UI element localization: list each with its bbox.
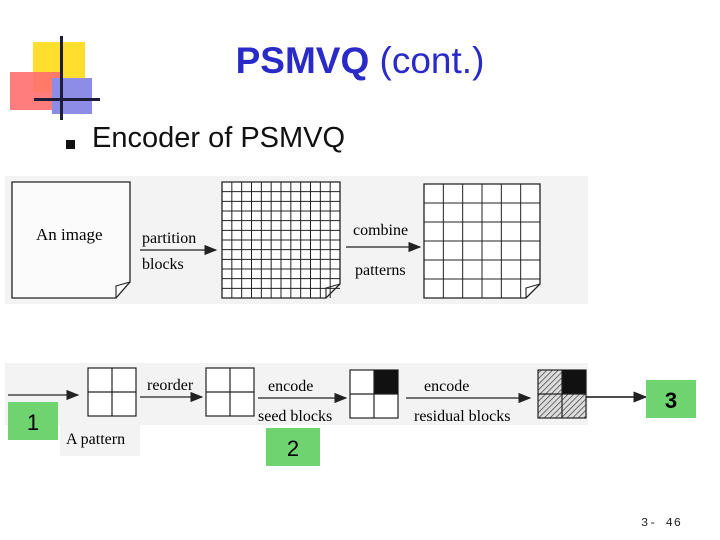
scan-panel-pattern-label [60,420,140,456]
step-marker-3: 3 [646,380,696,418]
logo-red-square [10,72,60,110]
svg-text:2: 2 [287,436,299,461]
partition-label-2: blocks [142,256,184,273]
bullet-text: Encoder of PSMVQ [92,122,346,154]
svg-text:1: 1 [27,410,39,435]
residual-block [537,369,587,419]
coarse-grid [423,183,541,299]
encode-seed-label: encode [268,378,313,395]
encode-residual-label-2: residual blocks [414,408,510,425]
slide-title-rest: (cont.) [369,40,485,81]
image-label: An image [36,225,103,244]
logo-blue-square [52,78,92,114]
pattern-block-1 [87,367,137,417]
combine-label-2: patterns [355,262,406,279]
slide-title-bold: PSMVQ [235,40,370,81]
step-marker-2: 2 [266,428,320,466]
encode-residual-label: encode [424,378,469,395]
svg-text:3: 3 [665,388,677,413]
slide-title: PSMVQ (cont.) [0,40,720,82]
encode-seed-label-2: seed blocks [258,408,332,425]
combine-label: combine [353,222,408,239]
coarse-grid-fold [525,283,541,298]
fine-grid-fold [325,283,341,298]
pattern-label: A pattern [66,431,125,448]
partition-label: partition [142,230,196,247]
logo-vertical-line [60,36,63,120]
fine-grid [221,181,341,299]
seed-block [349,369,399,419]
image-document [11,181,131,299]
pattern-block-2 [205,367,255,417]
logo-horizontal-line [34,98,100,101]
step-marker-1: 1 [8,402,58,440]
reorder-label: reorder [147,377,194,394]
page-number: 3- 46 [640,516,682,530]
bullet-square-icon [66,140,75,149]
corner-logo [0,0,100,120]
